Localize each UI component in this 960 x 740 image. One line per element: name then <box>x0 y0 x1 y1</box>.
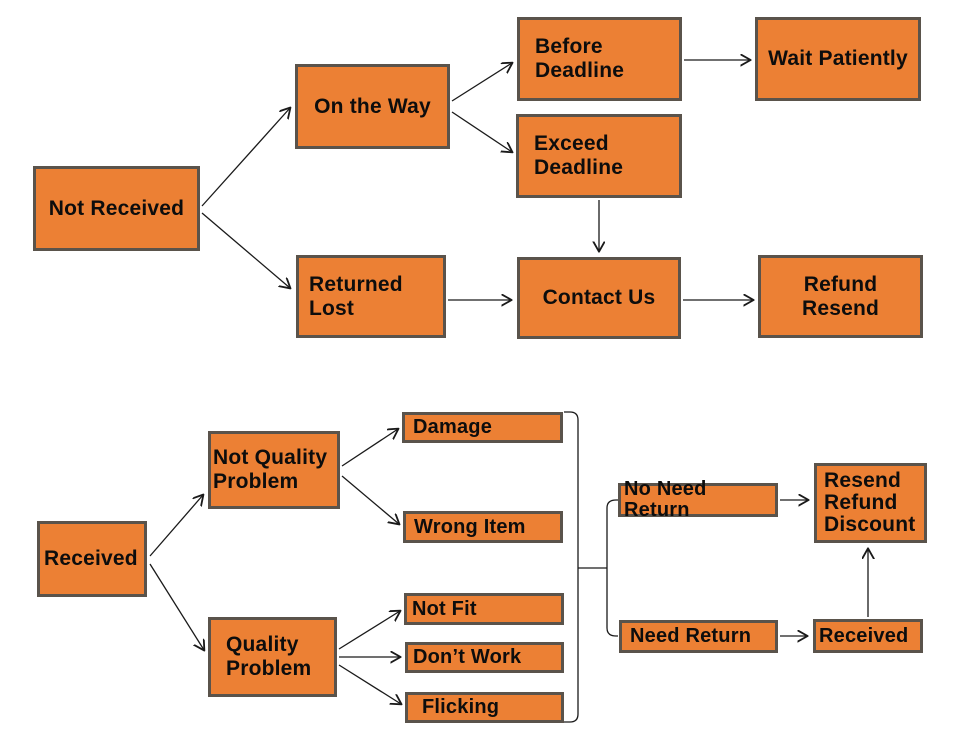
node-refund-resend: Refund Resend <box>758 255 923 338</box>
node-received: Received <box>37 521 147 597</box>
edge-not-quality-problem-to-wrong-item <box>341 475 399 524</box>
node-dont-work: Don’t Work <box>405 642 564 673</box>
node-returned-lost: Returned Lost <box>296 255 446 338</box>
edge-not-received-to-returned-lost <box>201 212 290 288</box>
node-need-return: Need Return <box>619 620 778 653</box>
node-wait-patiently: Wait Patiently <box>755 17 921 101</box>
node-quality-problem: Quality Problem <box>208 617 337 697</box>
node-no-need-return: No Need Return <box>618 479 778 521</box>
edge-not-received-to-on-the-way <box>201 108 290 207</box>
node-wrong-item: Wrong Item <box>403 511 563 543</box>
node-not-quality-problem: Not Quality Problem <box>208 431 340 509</box>
node-received-parcel: Received <box>813 619 923 653</box>
node-not-fit: Not Fit <box>404 593 564 625</box>
edge-quality-problem-to-not-fit <box>338 611 400 650</box>
edge-received-to-not-quality-problem <box>149 495 203 557</box>
node-not-received: Not Received <box>33 166 200 251</box>
edge-on-the-way-to-before-deadline <box>451 63 512 102</box>
node-contact-us: Contact Us <box>517 257 681 339</box>
node-on-the-way: On the Way <box>295 64 450 149</box>
node-resend-refund-discount: Resend Refund Discount <box>814 463 927 543</box>
connector-branch-to-return-options <box>606 499 618 637</box>
node-damage: Damage <box>402 412 563 443</box>
edge-not-quality-problem-to-damage <box>341 429 398 467</box>
edge-quality-problem-to-flicking <box>338 664 401 704</box>
edge-on-the-way-to-exceed-deadline <box>451 111 512 152</box>
edge-received-to-quality-problem <box>149 563 204 650</box>
node-flicking: Flicking <box>405 692 564 723</box>
node-exceed-deadline: Exceed Deadline <box>516 114 682 198</box>
node-before-deadline: Before Deadline <box>517 17 682 101</box>
bracket-results-group <box>564 411 579 723</box>
